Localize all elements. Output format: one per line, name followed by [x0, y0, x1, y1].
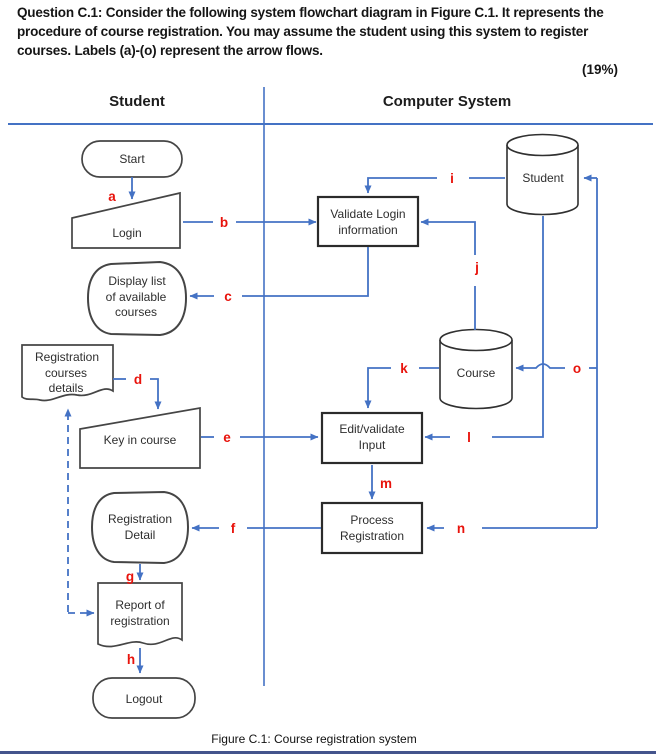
- flow-label-n: n: [457, 521, 465, 536]
- flow-label-a: a: [108, 189, 116, 204]
- flow-label-e: e: [223, 430, 231, 445]
- flow-i-arrow: [364, 177, 437, 194]
- student-db-label: Student: [522, 171, 564, 185]
- flow-o-arrow: [515, 363, 565, 372]
- flow-label-d: d: [134, 372, 142, 387]
- login-manual-input: [71, 191, 181, 249]
- reg-courses-details-line-2: courses: [45, 366, 87, 380]
- login-label: Login: [112, 226, 141, 240]
- report-line-1: Report of: [115, 598, 165, 612]
- process-registration-process: [320, 501, 424, 555]
- flow-l-segment: [492, 216, 544, 438]
- flow-label-g: g: [126, 569, 134, 584]
- flow-j-arrow: [420, 218, 476, 255]
- logout-terminator: [92, 677, 196, 719]
- registration-courses-details-document: [21, 344, 114, 402]
- question-text: Question C.1: Consider the following sys…: [17, 3, 604, 60]
- flow-d-arrow: [150, 378, 162, 410]
- registration-detail-line-1: Registration: [108, 512, 172, 526]
- course-db-label: Course: [457, 366, 496, 380]
- key-in-course-label: Key in course: [104, 433, 177, 447]
- registration-detail-shape: [90, 490, 190, 565]
- reg-courses-details-line-1: Registration: [35, 350, 99, 364]
- flow-label-k: k: [400, 361, 408, 376]
- validate-login-process: [316, 195, 420, 248]
- key-in-course-manual-input: [79, 406, 201, 469]
- question-line-3: courses. Labels (a)-(o) represent the ar…: [17, 43, 323, 58]
- display-list-line-1: Display list: [108, 274, 166, 288]
- flow-label-j: j: [474, 260, 479, 275]
- reg-courses-details-line-3: details: [49, 381, 84, 395]
- logout-label: Logout: [126, 692, 163, 706]
- flow-label-l: l: [467, 430, 471, 445]
- flow-label-f: f: [231, 521, 236, 536]
- flow-label-m: m: [380, 476, 392, 491]
- question-line-1: Question C.1: Consider the following sys…: [17, 5, 604, 20]
- registration-detail-line-2: Detail: [125, 528, 156, 542]
- student-db-cylinder-body: [506, 145, 579, 216]
- course-db-cylinder-body: [439, 340, 513, 410]
- edit-validate-line-2: Input: [359, 438, 386, 452]
- edit-validate-line-1: Edit/validate: [339, 422, 405, 436]
- process-registration-line-1: Process: [350, 513, 393, 527]
- validate-login-line-1: Validate Login: [330, 207, 405, 221]
- lane-header-student: Student: [109, 93, 165, 110]
- flow-label-c: c: [224, 289, 232, 304]
- lane-header-computer-system: Computer System: [383, 93, 511, 110]
- flow-label-b: b: [220, 215, 228, 230]
- display-list-line-2: of available: [106, 290, 167, 304]
- flow-c-segment: [242, 247, 369, 297]
- edit-validate-input-process: [320, 411, 424, 465]
- display-list-shape: [86, 260, 188, 337]
- flow-label-h: h: [127, 652, 135, 667]
- course-db-cylinder-top: [439, 328, 513, 352]
- display-list-line-3: courses: [115, 305, 157, 319]
- validate-login-line-2: information: [338, 223, 397, 237]
- student-db-cylinder-top: [506, 133, 579, 157]
- start-label: Start: [119, 152, 145, 166]
- flow-label-i: i: [450, 171, 454, 186]
- flow-label-o: o: [573, 361, 581, 376]
- question-line-2: procedure of course registration. You ma…: [17, 24, 589, 39]
- process-registration-line-2: Registration: [340, 529, 404, 543]
- figure-caption: Figure C.1: Course registration system: [211, 732, 416, 746]
- flow-k-arrow: [364, 367, 391, 409]
- report-of-registration-document: [97, 582, 183, 648]
- report-line-2: registration: [110, 614, 169, 628]
- marks-label: (19%): [581, 62, 618, 77]
